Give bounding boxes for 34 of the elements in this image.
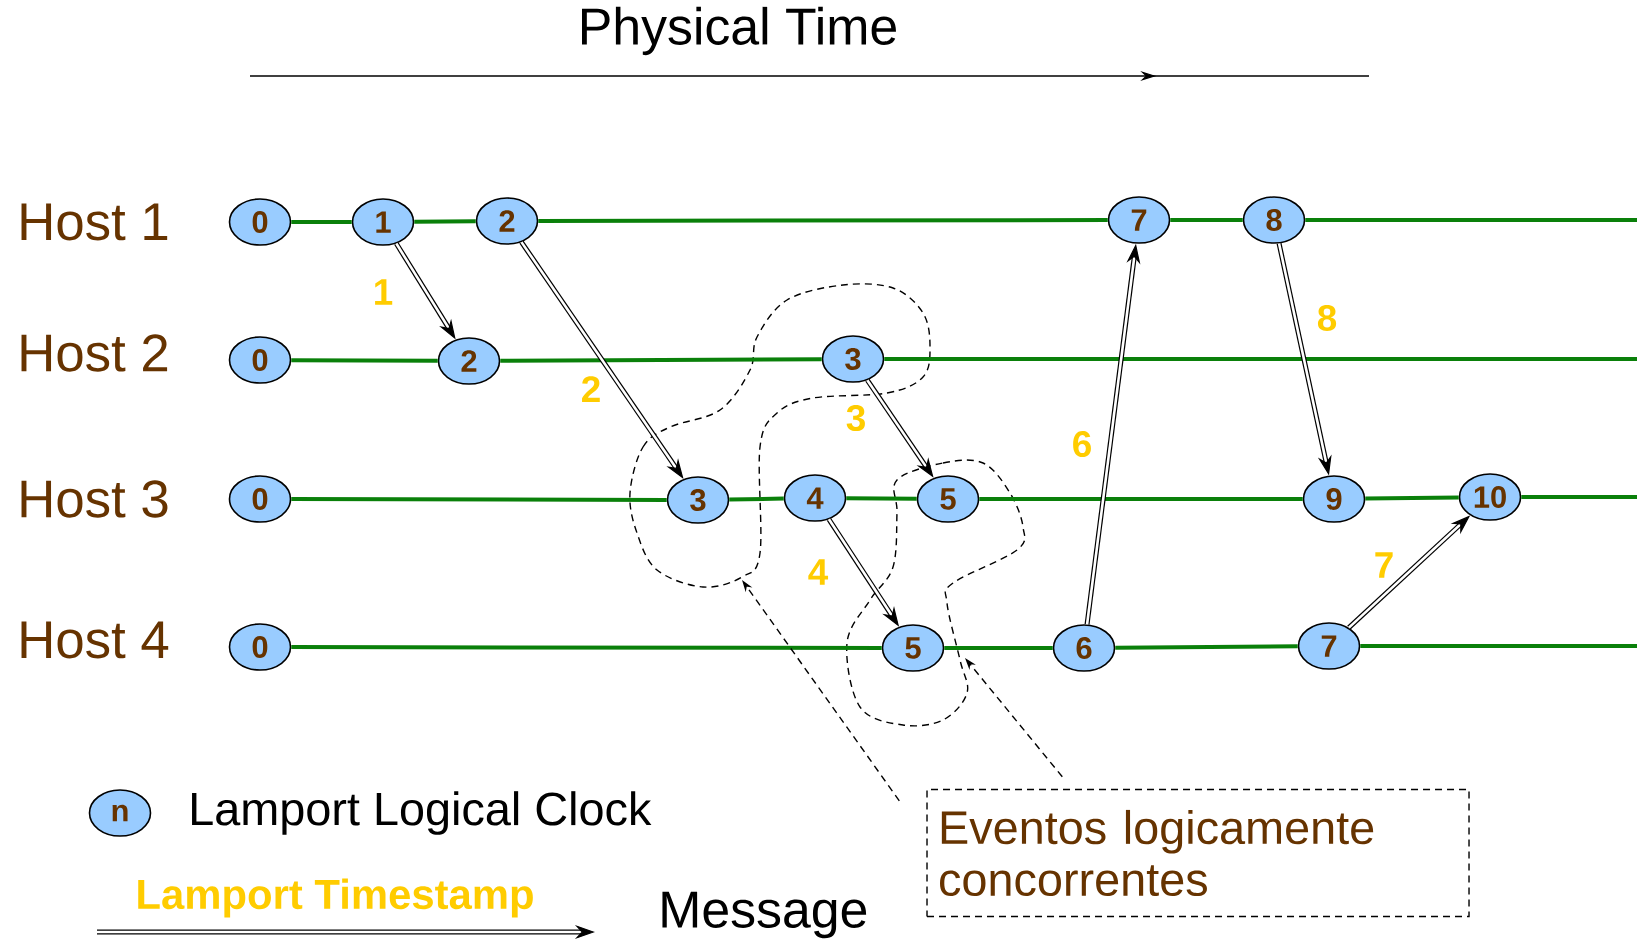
timeline	[884, 357, 1637, 361]
timestamp-label: Lamport Timestamp	[138, 878, 533, 918]
host-label: Host 3	[21, 480, 168, 518]
timeline	[414, 219, 476, 224]
timeline	[538, 218, 1108, 223]
legend-text: Lamport Logical Clock	[192, 791, 652, 835]
timeline	[1365, 495, 1459, 501]
timeline	[729, 496, 784, 502]
timeline	[1360, 644, 1637, 648]
edge-label: 2	[579, 375, 603, 403]
host-label: Host 4	[21, 621, 169, 659]
edge-label: 6	[1070, 429, 1094, 459]
timeline	[1115, 644, 1298, 650]
timeline	[944, 646, 1053, 650]
edge-label: 8	[1315, 303, 1339, 333]
callout-box: Eventos logicamente concorrentes	[926, 788, 1470, 918]
legend-text: Message	[662, 891, 867, 939]
timeline	[291, 358, 438, 363]
timeline	[846, 496, 917, 501]
timeline	[291, 645, 882, 650]
timeline	[1170, 218, 1243, 222]
timeline	[291, 220, 352, 224]
timeline	[979, 497, 1303, 501]
timeline	[1305, 218, 1637, 222]
host-label: Host 2	[21, 334, 168, 372]
timeline	[291, 497, 667, 502]
axis-title: Physical Time	[582, 6, 896, 56]
timeline	[500, 357, 822, 363]
edge-label: 1	[371, 278, 395, 306]
edge-label: 4	[806, 558, 830, 586]
edge-label: 3	[844, 403, 868, 433]
timeline	[1521, 495, 1637, 499]
edge-label: 7	[1372, 551, 1396, 579]
host-label: Host 1	[21, 203, 168, 241]
